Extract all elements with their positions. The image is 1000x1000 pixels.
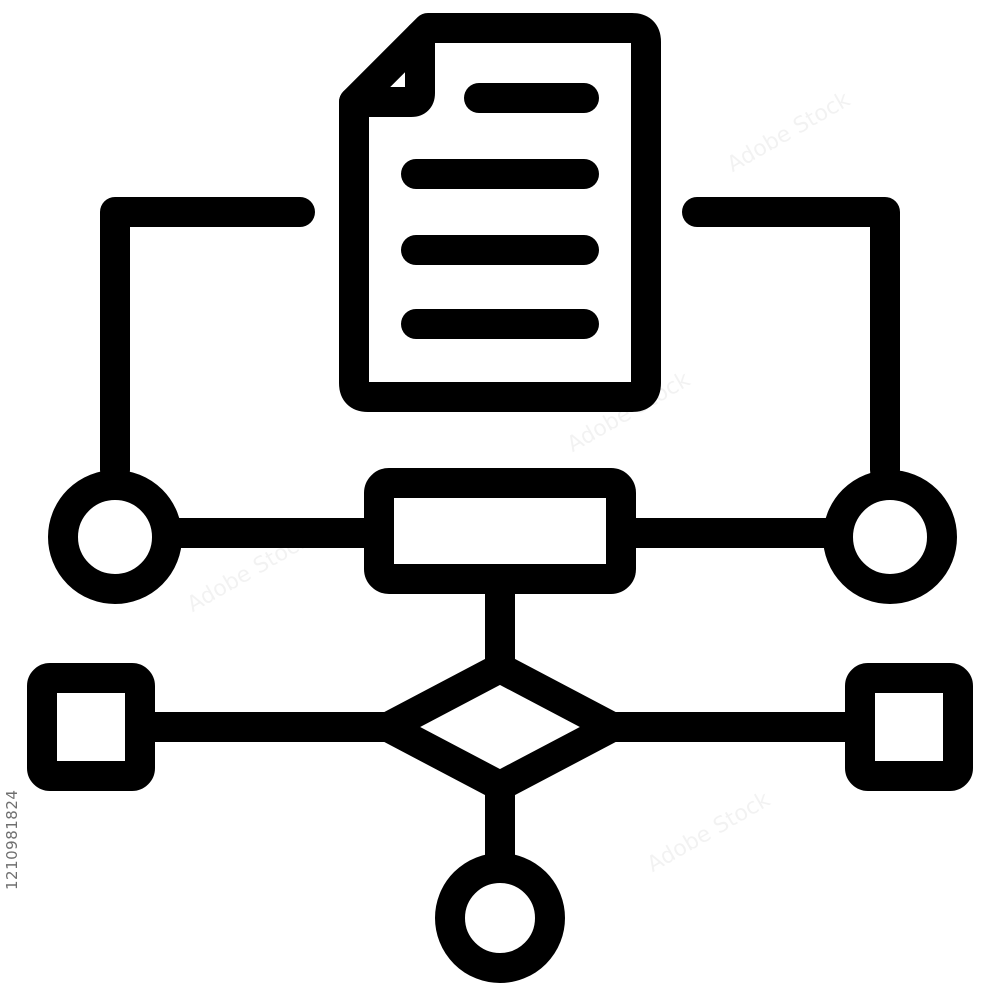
right-circle-node-icon <box>823 470 957 604</box>
left-circle-node-icon <box>48 470 182 604</box>
stock-id-label: 1210981824 <box>3 789 21 890</box>
right-connector-line <box>682 197 900 485</box>
decision-diamond-icon <box>373 653 627 801</box>
left-connector-line <box>100 197 315 485</box>
document-icon <box>339 13 661 412</box>
document-fold-icon <box>339 21 435 117</box>
